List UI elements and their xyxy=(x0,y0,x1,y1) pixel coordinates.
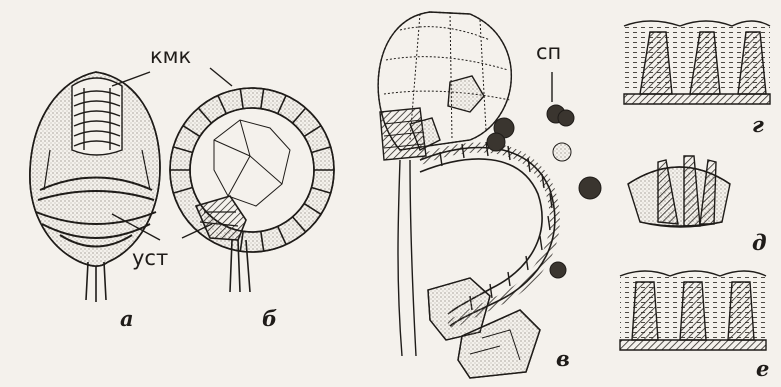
sp-label: сп xyxy=(536,40,561,64)
panel-b-sporangium-section xyxy=(170,88,334,292)
panel-label-a: а xyxy=(120,306,134,331)
panel-label-d: д xyxy=(752,230,767,255)
panel-label-b: б xyxy=(262,306,277,331)
panel-label-e: е xyxy=(756,356,769,381)
annulus-cells xyxy=(72,78,122,155)
panel-label-v: в xyxy=(556,346,570,371)
panel-d-wall-contracted xyxy=(628,156,730,227)
panel-v-opened-sporangium xyxy=(378,12,555,378)
panel-g-wall-section xyxy=(624,21,770,104)
kmk-label: кмк xyxy=(150,44,191,68)
kmk-leader-b xyxy=(210,68,232,86)
panel-e-wall-section xyxy=(620,271,766,350)
annulus-segment xyxy=(508,272,510,286)
annulus-segment xyxy=(548,216,550,230)
ust-label: уст xyxy=(132,246,168,270)
annulus-segment xyxy=(540,236,542,250)
panel-label-g: г xyxy=(752,112,764,137)
